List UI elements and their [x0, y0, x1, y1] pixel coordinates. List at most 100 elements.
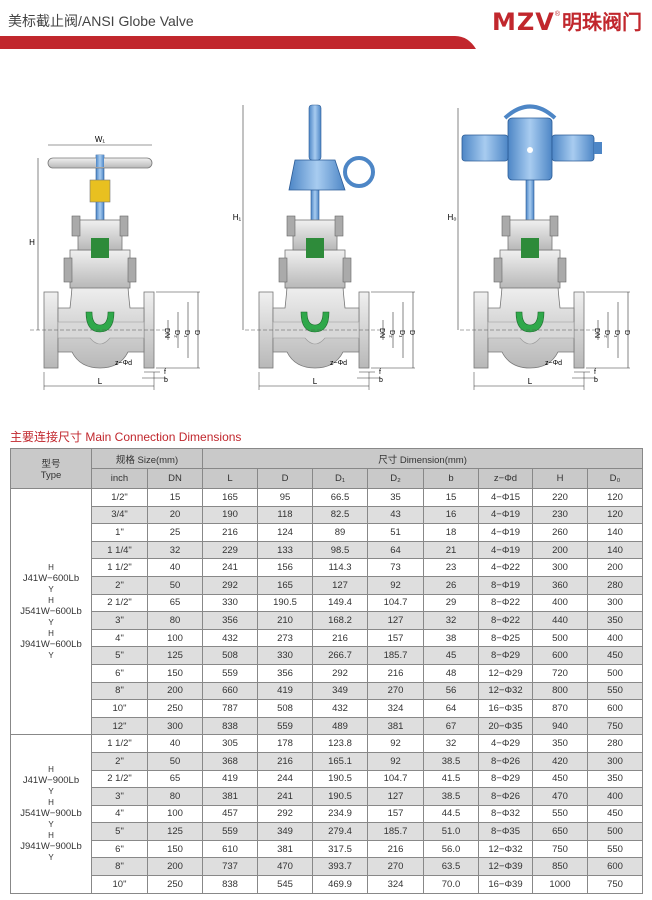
table-cell: 600 [586, 699, 644, 718]
table-cell: 8−Φ32 [478, 804, 533, 824]
table-cell: 216 [367, 663, 424, 683]
label-zd: z−Φd [545, 360, 562, 367]
table-cell: 3/4" [91, 505, 148, 525]
table-cell: 330 [202, 593, 258, 613]
table-cell: 600 [586, 857, 644, 877]
table-cell: 51.0 [423, 822, 479, 841]
table-cell: 29 [423, 593, 479, 613]
table-cell: 64 [423, 699, 479, 718]
type-line: Y [48, 585, 54, 595]
table-cell: 216 [367, 839, 424, 859]
table-cell: 317.5 [312, 839, 368, 859]
table-cell: 8" [91, 857, 148, 877]
table-cell: 20 [147, 505, 203, 525]
table-cell: 260 [532, 523, 588, 542]
table-cell: 92 [367, 575, 424, 595]
type-line: Y [48, 618, 54, 628]
table-cell: 6" [91, 839, 148, 859]
type-line: Y [48, 820, 54, 830]
table-cell: 12−Φ32 [478, 839, 533, 859]
table-cell: 168.2 [312, 611, 368, 630]
table-cell: 26 [423, 575, 479, 595]
table-cell: 870 [532, 699, 588, 718]
table-cell: 300 [147, 716, 203, 736]
label-b: b [164, 377, 168, 384]
type-line: Y [48, 853, 54, 863]
table-cell: 157 [367, 628, 424, 648]
label-dn: DN [378, 328, 385, 338]
table-cell: 381 [257, 839, 313, 859]
table-cell: 178 [257, 734, 313, 753]
table-cell: 92 [367, 734, 424, 753]
type-line: H [48, 596, 54, 606]
table-cell: 35 [367, 488, 424, 507]
table-cell: 737 [202, 857, 258, 877]
type-line: J941W−600Lb [20, 639, 82, 651]
table-cell: 360 [532, 575, 588, 595]
label-h1: H₁ [233, 213, 242, 222]
label-d1: D₁ [613, 330, 620, 338]
table-cell: 15 [147, 488, 203, 507]
table-cell: 40 [147, 734, 203, 753]
logo-brand: MZV [491, 8, 555, 36]
table-cell: 266.7 [312, 646, 368, 665]
table-cell: 65 [147, 769, 203, 789]
table-cell: 324 [367, 875, 424, 894]
column-header: D₀ [586, 468, 644, 489]
table-cell: 750 [586, 875, 644, 894]
table-cell: 200 [147, 681, 203, 701]
table-cell: 400 [532, 593, 588, 613]
table-cell: 8−Φ22 [478, 593, 533, 613]
label-f: f [164, 369, 166, 376]
table-cell: 350 [532, 734, 588, 753]
table-cell: 279.4 [312, 822, 368, 841]
type-line: J541W−900Lb [20, 808, 82, 820]
table-cell: 270 [367, 681, 424, 701]
table-cell: 2" [91, 575, 148, 595]
table-cell: 432 [202, 628, 258, 648]
table-cell: 125 [147, 822, 203, 841]
table-cell: 157 [367, 804, 424, 824]
table-cell: 200 [586, 558, 644, 577]
table-cell: 8−Φ26 [478, 751, 533, 771]
table-cell: 190.5 [312, 787, 368, 806]
logo-registered-mark: ® [554, 11, 560, 18]
table-cell: 1000 [532, 875, 588, 894]
label-d2: D₂ [603, 330, 610, 338]
table-cell: 330 [257, 646, 313, 665]
table-cell: 292 [202, 575, 258, 595]
table-cell: 190.5 [312, 769, 368, 789]
table-cell: 45 [423, 646, 479, 665]
column-header: z−Φd [478, 468, 533, 489]
label-d2: D₂ [173, 330, 180, 338]
table-cell: 38 [423, 628, 479, 648]
table-cell: 230 [532, 505, 588, 525]
table-cell: 123.8 [312, 734, 368, 753]
table-cell: 8−Φ22 [478, 611, 533, 630]
table-cell: 500 [532, 628, 588, 648]
table-cell: 73 [367, 558, 424, 577]
table-cell: 190 [202, 505, 258, 525]
valve-handwheel-drawing: W₁ H DN D₂ D₁ D z−Φd f b L [29, 135, 201, 391]
table-cell: 120 [586, 488, 644, 507]
label-b: b [379, 377, 383, 384]
table-cell: 66.5 [312, 488, 368, 507]
table-cell: 185.7 [367, 822, 424, 841]
table-cell: 125 [147, 646, 203, 665]
table-cell: 25 [147, 523, 203, 542]
table-cell: 420 [532, 751, 588, 771]
table-cell: 4−Φ22 [478, 558, 533, 577]
type-line: Y [48, 787, 54, 797]
table-cell: 165 [202, 488, 258, 507]
label-f: f [594, 369, 596, 376]
table-cell: 32 [147, 540, 203, 560]
table-cell: 440 [532, 611, 588, 630]
table-cell: 8−Φ29 [478, 646, 533, 665]
